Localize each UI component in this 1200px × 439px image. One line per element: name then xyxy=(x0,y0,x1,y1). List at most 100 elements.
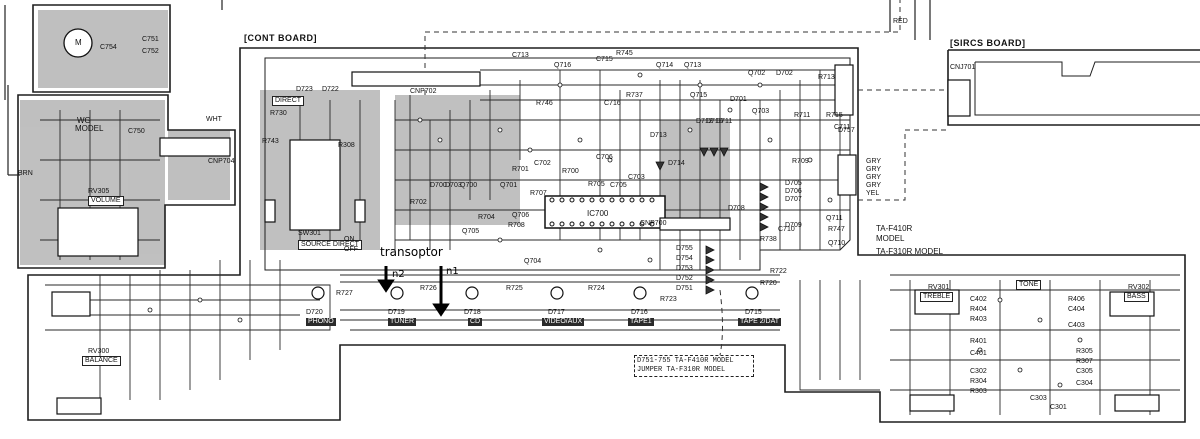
label-d753: D753 xyxy=(676,265,693,272)
label-d705: D705 xyxy=(785,180,802,187)
label-q714: Q714 xyxy=(656,62,674,69)
label-cnp702: CNP702 xyxy=(410,88,437,95)
label-off: OFF xyxy=(344,246,358,253)
label-d757: D757 xyxy=(838,127,855,134)
label-c711: C711 xyxy=(834,124,851,131)
label-cnp700: CNP700 xyxy=(640,220,667,227)
label-d723: D723 xyxy=(296,86,313,93)
label-r303: R303 xyxy=(970,388,987,395)
label-d707: D707 xyxy=(785,196,802,203)
label-d717: D717 xyxy=(548,309,565,316)
cont-board-title: [CONT BOARD] xyxy=(244,33,317,43)
label-r738: R738 xyxy=(760,236,777,243)
label-c304: C304 xyxy=(1076,380,1093,387)
label-tone: TONE xyxy=(1016,280,1042,290)
label-r745: R745 xyxy=(616,50,633,57)
label-d712: D712 xyxy=(696,118,713,125)
label-d700: D700 xyxy=(430,182,447,189)
wire-brn: BRN xyxy=(18,170,33,177)
wire-wht: WHT xyxy=(206,116,222,123)
label-d714: D714 xyxy=(668,160,685,167)
label-r715: R715 xyxy=(826,112,843,119)
label-c754: C754 xyxy=(100,44,117,51)
label-d715: D715 xyxy=(745,309,762,316)
label-d722: D722 xyxy=(322,86,339,93)
diode-stack xyxy=(655,147,769,295)
connectors xyxy=(159,64,971,231)
pads xyxy=(147,72,1083,388)
label-r711: R711 xyxy=(794,112,811,119)
label-motor: M xyxy=(75,38,82,47)
label-r701: R701 xyxy=(512,166,529,173)
sircs-trace xyxy=(974,61,1200,116)
wire-gry-4: GRY xyxy=(866,182,882,189)
label-d711: D711 xyxy=(716,118,733,125)
label-c710: C710 xyxy=(778,226,795,233)
label-q713: Q713 xyxy=(684,62,702,69)
label-d751: D751 xyxy=(676,285,693,292)
label-q701: Q701 xyxy=(500,182,518,189)
label-d702: D702 xyxy=(776,70,793,77)
annotation-arrows xyxy=(377,266,450,317)
label-r713: R713 xyxy=(818,74,835,81)
label-q702: Q702 xyxy=(748,70,766,77)
label-q716: Q716 xyxy=(554,62,572,69)
label-r746: R746 xyxy=(536,100,553,107)
label-r722: R722 xyxy=(770,268,787,275)
label-tape1: TAPE1 xyxy=(628,318,654,326)
jumper-note: D751-755 TA-F410R MODEL JUMPER TA-F310R … xyxy=(634,355,754,377)
label-q705: Q705 xyxy=(462,228,480,235)
label-treble: TREBLE xyxy=(920,292,954,302)
label-r308: R308 xyxy=(338,142,355,149)
label-rv305: RV305 xyxy=(88,188,110,195)
label-r707: R707 xyxy=(530,190,547,197)
label-r700: R700 xyxy=(562,168,579,175)
label-c705: C705 xyxy=(610,182,627,189)
label-d719: D719 xyxy=(388,309,405,316)
label-rv301: RV301 xyxy=(928,284,950,291)
label-c303: C303 xyxy=(1030,395,1047,402)
label-c403: C403 xyxy=(1068,322,1085,329)
label-phono: PHONO xyxy=(306,318,336,326)
label-d710: D710 xyxy=(706,118,723,125)
label-r403: R403 xyxy=(970,316,987,323)
label-cnp704: CNP704 xyxy=(208,158,235,165)
label-r705: R705 xyxy=(588,181,605,188)
cont-board-outline xyxy=(27,47,1186,423)
label-tuner: TUNER xyxy=(388,318,417,326)
model-note-f310r: TA-F310R MODEL xyxy=(876,247,943,256)
label-r743: R743 xyxy=(262,138,279,145)
label-q704: Q704 xyxy=(524,258,542,265)
label-r704: R704 xyxy=(478,214,495,221)
label-d752: D752 xyxy=(676,275,693,282)
label-r725: R725 xyxy=(506,285,523,292)
label-rv302: RV302 xyxy=(1128,284,1150,291)
label-r730: R730 xyxy=(270,110,287,117)
label-source-direct: SOURCE DIRECT xyxy=(298,240,362,250)
top-wires xyxy=(4,0,931,176)
label-balance: BALANCE xyxy=(82,356,121,366)
dashed-lines xyxy=(424,0,948,356)
marker-n1: n1 xyxy=(446,266,459,277)
label-d720: D720 xyxy=(306,309,323,316)
label-r747: R747 xyxy=(828,226,845,233)
wg-model-line1: WG xyxy=(77,116,91,125)
label-c305: C305 xyxy=(1076,368,1093,375)
transoptor-annotation: transoptor xyxy=(380,245,443,259)
wire-yel: YEL xyxy=(866,190,880,197)
label-r720: R720 xyxy=(760,280,777,287)
label-c404: C404 xyxy=(1068,306,1085,313)
label-d716: D716 xyxy=(631,309,648,316)
label-c301: C301 xyxy=(1050,404,1067,411)
label-c752: C752 xyxy=(142,48,159,55)
label-d713: D713 xyxy=(650,132,667,139)
label-r404: R404 xyxy=(970,306,987,313)
label-c713: C713 xyxy=(512,52,529,59)
label-ic700: IC700 xyxy=(587,209,609,218)
label-cnj701: CNJ701 xyxy=(950,64,976,71)
wire-gry-2: GRY xyxy=(866,166,882,173)
label-cd: CD xyxy=(468,318,483,326)
label-r307: R307 xyxy=(1076,358,1093,365)
label-q715: Q715 xyxy=(690,92,708,99)
